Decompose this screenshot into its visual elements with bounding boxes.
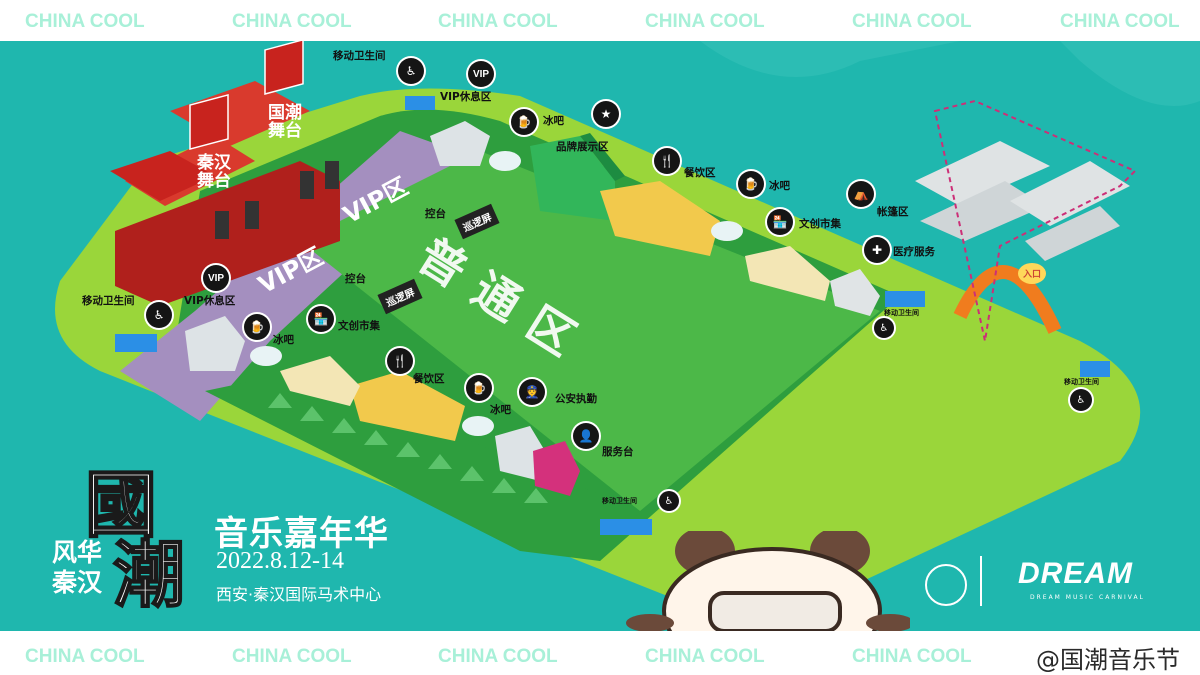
slogan-line-1: 风华 — [52, 538, 103, 567]
stage-sign-right: 国潮舞台 — [268, 103, 302, 141]
toilet-label-bottom: 移动卫生间 — [602, 497, 637, 505]
ice-bar-label-top2: 冰吧 — [769, 180, 790, 192]
vip-lounge-left — [185, 316, 245, 371]
brand-subtitle: DREAM MUSIC CARNIVAL — [1030, 594, 1145, 601]
map-panel: VIP区 VIP区 普通区 巡逻屏 巡逻屏 控台 控台 秦汉舞台 国潮舞台 入口… — [0, 41, 1200, 631]
weibo-handle: @国潮音乐节 — [1036, 646, 1180, 674]
watermark: CHINA COOL — [852, 11, 972, 32]
dining-label-bottom: 餐饮区 — [413, 373, 445, 385]
watermark: CHINA COOL — [852, 646, 972, 667]
brand-area-label: 品牌展示区 — [556, 141, 609, 153]
beer-icon: 🍺 — [244, 314, 270, 340]
beer-icon: 🍺 — [466, 375, 492, 401]
dining-tent-bottom — [350, 371, 465, 441]
panda-mascot — [626, 531, 910, 631]
toilet-label-left: 移动卫生间 — [82, 295, 135, 307]
watermark: CHINA COOL — [25, 646, 145, 667]
watermark: CHINA COOL — [645, 11, 765, 32]
seal-char-1: 國 — [84, 462, 158, 548]
map-drawing — [55, 41, 1200, 616]
food-icon: 🍴 — [654, 148, 680, 174]
market-icon: 🏪 — [767, 209, 793, 235]
entrance-gate-sign: 入口 — [1018, 263, 1047, 284]
cultural-market-label-top: 文创市集 — [799, 218, 841, 230]
watermark: CHINA COOL — [645, 646, 765, 667]
food-icon: 🍴 — [387, 348, 413, 374]
ice-bar-label-bottom: 冰吧 — [490, 404, 511, 416]
watermark: CHINA COOL — [25, 11, 145, 32]
service-desk-label: 服务台 — [602, 446, 634, 458]
toilet-icon: ♿ — [1070, 389, 1092, 411]
seal-logo — [925, 564, 967, 606]
dining-tent-top — [600, 181, 720, 256]
medical-label: 医疗服务 — [893, 246, 935, 258]
control-desk-2: 控台 — [345, 273, 366, 285]
market-stalls-top — [745, 246, 830, 301]
police-label: 公安执勤 — [555, 393, 597, 405]
service-desk-booth — [533, 441, 580, 496]
person-service-icon: 👤 — [573, 423, 599, 449]
medical-cross-icon: ✚ — [864, 237, 890, 263]
dining-label-top: 餐饮区 — [684, 167, 716, 179]
vip-icon: VIP — [468, 61, 494, 87]
cultural-market-label-left: 文创市集 — [338, 320, 380, 332]
toilet-icon: ♿ — [146, 302, 172, 328]
brand-pavilion — [530, 136, 615, 221]
police-icon: 👮 — [519, 379, 545, 405]
tent-icon: ⛺ — [848, 181, 874, 207]
star-icon: ★ — [593, 101, 619, 127]
toilet-icon: ♿ — [874, 318, 894, 338]
beer-icon: 🍺 — [511, 109, 537, 135]
toilet-label-top: 移动卫生间 — [333, 50, 386, 62]
vip-lounge-top — [430, 121, 490, 166]
logo-divider — [980, 556, 982, 606]
market-stalls-left — [280, 356, 360, 406]
ice-bar-label-top: 冰吧 — [543, 115, 564, 127]
watermark: CHINA COOL — [232, 11, 352, 32]
toilet-label-far-right: 移动卫生间 — [1064, 378, 1099, 386]
control-desk-1: 控台 — [425, 208, 446, 220]
main-stage — [110, 41, 340, 306]
entrance-area — [915, 99, 1137, 342]
beer-icon: 🍺 — [738, 171, 764, 197]
watermark: CHINA COOL — [232, 646, 352, 667]
general-zone — [300, 151, 880, 511]
watermark: CHINA COOL — [438, 646, 558, 667]
toilet-icon: ♿ — [659, 491, 679, 511]
toilet-label-right: 移动卫生间 — [884, 309, 919, 317]
ice-bar-label-left: 冰吧 — [273, 334, 294, 346]
brand-logo: DREAM — [1018, 557, 1133, 590]
watermark: CHINA COOL — [1060, 11, 1180, 32]
tent-area-label: 帐篷区 — [877, 206, 909, 218]
vip-icon: VIP — [203, 265, 229, 291]
toilet-icon: ♿ — [398, 58, 424, 84]
event-venue: 西安·秦汉国际马术中心 — [216, 585, 382, 604]
vip-lounge-label-top: VIP休息区 — [440, 91, 492, 103]
slogan-line-2: 秦汉 — [52, 568, 103, 597]
market-icon: 🏪 — [308, 306, 334, 332]
watermark: CHINA COOL — [438, 11, 558, 32]
event-date: 2022.8.12-14 — [216, 548, 344, 574]
stage-sign-left: 秦汉舞台 — [197, 153, 231, 191]
vip-lounge-label-left: VIP休息区 — [184, 295, 236, 307]
event-title: 音乐嘉年华 — [214, 514, 389, 554]
seal-char-2: 潮 — [112, 532, 186, 618]
